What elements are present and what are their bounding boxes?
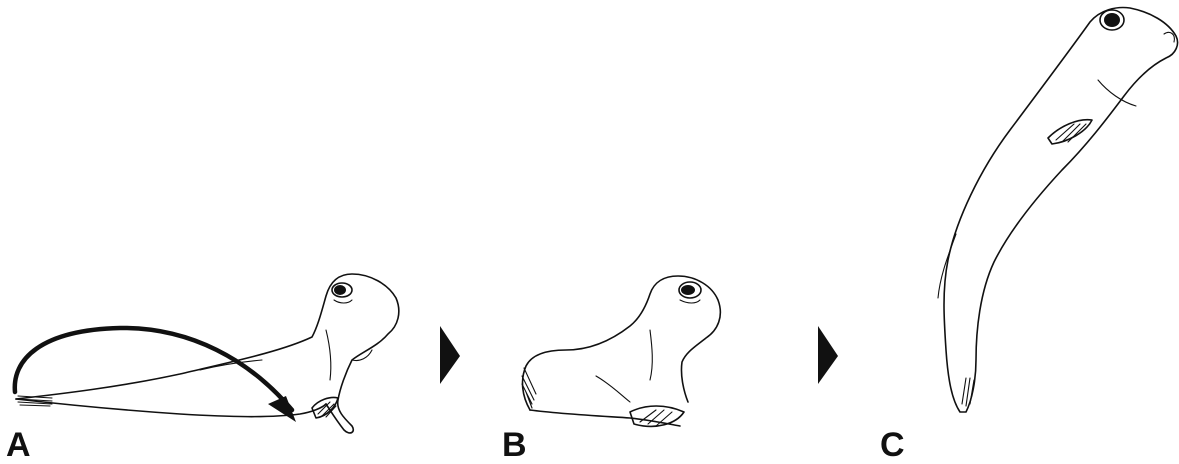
panel-label-a: A [6, 428, 31, 462]
panel-label-b: B [502, 428, 527, 462]
sequence-arrow-icon [440, 326, 460, 384]
sequence-arrow-icon [818, 326, 838, 384]
panel-b-mudskipper [522, 276, 720, 426]
panel-label-c: C [880, 428, 905, 462]
jump-arrow-icon [15, 328, 296, 422]
panel-c-mudskipper [938, 8, 1178, 412]
panel-a-mudskipper [16, 274, 399, 433]
